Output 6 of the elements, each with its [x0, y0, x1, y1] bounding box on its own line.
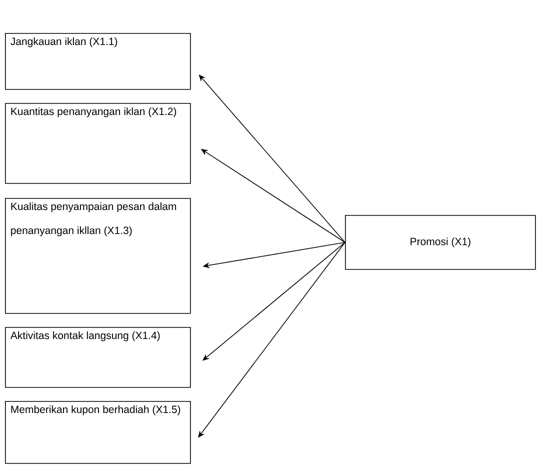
- indicator-box: Jangkauan iklan (X1.1): [5, 33, 191, 90]
- indicator-box: Aktivitas kontak langsung (X1.4): [5, 327, 191, 388]
- indicator-box: Kuantitas penanyangan iklan (X1.2): [5, 103, 191, 184]
- concept-box: Promosi (X1): [345, 215, 536, 270]
- indicator-box: Kualitas penyampaian pesan dalam penanyangan ikllan (X1.3): [5, 198, 191, 314]
- indicator-box: Memberikan kupon berhadiah (X1.5): [5, 401, 191, 464]
